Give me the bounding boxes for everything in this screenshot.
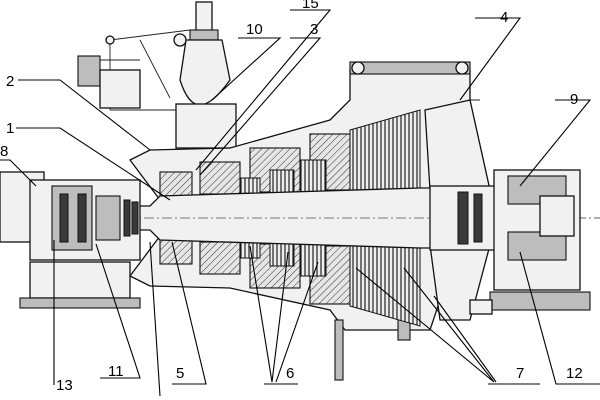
callout-8: 8: [0, 143, 8, 160]
callout-7: 7: [516, 365, 524, 382]
governing-valve: [77, 1, 237, 149]
callout-10: 10: [246, 21, 263, 38]
callout-9: 9: [570, 91, 578, 108]
blade-rows: [239, 109, 421, 327]
callout-2: 2: [6, 73, 14, 90]
callout-labels: 1 2 3 4 5 6 7 8 9 10 11 12 13 15: [0, 0, 583, 394]
callout-6: 6: [286, 365, 294, 382]
callout-3: 3: [310, 21, 318, 38]
callout-11: 11: [108, 363, 124, 380]
callout-13: 13: [56, 377, 73, 394]
callout-15: 15: [302, 0, 319, 12]
rear-bearing-coupling: [429, 169, 591, 315]
callout-1: 1: [6, 120, 14, 137]
callout-12: 12: [566, 365, 583, 382]
leader-lines: [0, 9, 600, 397]
callout-4: 4: [500, 9, 508, 26]
front-bearing-pedestal: [0, 171, 141, 309]
callout-5: 5: [176, 365, 184, 382]
